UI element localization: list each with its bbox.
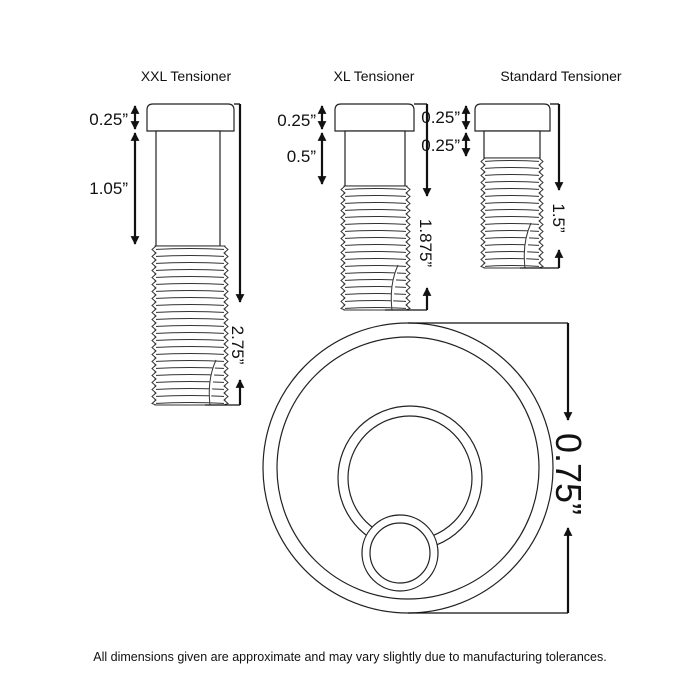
standard-threads xyxy=(480,157,544,269)
thread-ridge xyxy=(342,237,409,239)
xl-title: XL Tensioner xyxy=(334,68,415,84)
thread-ridge xyxy=(482,181,542,183)
standard-title: Standard Tensioner xyxy=(500,68,621,84)
thread-ridge xyxy=(153,402,227,404)
thread-ridge xyxy=(482,195,542,197)
thread-ridge xyxy=(342,272,409,274)
thread-cutaway xyxy=(208,359,217,406)
thread-ridge xyxy=(153,297,227,299)
standard-tensioner: Standard Tensioner 0.25” 0.25” 1.5” xyxy=(421,68,622,269)
diameter-dim: 0.75” xyxy=(548,433,589,515)
thread-ridge xyxy=(482,244,542,246)
standard-head xyxy=(474,103,551,132)
thread-ridge xyxy=(342,230,409,232)
thread-ridge xyxy=(482,188,542,190)
thread-edge-left xyxy=(151,245,157,406)
thread-ridge xyxy=(153,318,227,320)
thread-ridge xyxy=(342,265,409,267)
thread-ridge xyxy=(342,251,409,253)
thread-ridge xyxy=(482,265,542,267)
xxl-shank-dim: 1.05” xyxy=(89,179,128,198)
thread-ridge xyxy=(482,223,542,225)
thread-ridge xyxy=(153,255,227,257)
thread-ridge xyxy=(153,395,227,397)
thread-ridge xyxy=(342,286,409,288)
thread-ridge xyxy=(153,304,227,306)
xl-total-dim: 1.875” xyxy=(416,219,435,268)
thread-ridge xyxy=(482,202,542,204)
xl-head xyxy=(334,103,415,132)
disclaimer-text: All dimensions given are approximate and… xyxy=(93,650,606,664)
thread-ridge xyxy=(342,195,409,197)
thread-ridge xyxy=(153,388,227,390)
thread-ridge xyxy=(482,258,542,260)
standard-head-dim: 0.25” xyxy=(421,108,460,127)
xl-shank xyxy=(344,130,406,187)
thread-ridge xyxy=(342,307,409,309)
thread-cutaway xyxy=(390,264,399,311)
xxl-tensioner: XXL Tensioner 0.25” 1.05” 2.75” xyxy=(89,68,247,406)
thread-ridge xyxy=(153,367,227,369)
thread-ridge xyxy=(153,311,227,313)
xl-head-dim: 0.25” xyxy=(277,111,316,130)
thread-ridge xyxy=(153,374,227,376)
thread-ridge xyxy=(342,188,409,190)
small-hole-inner xyxy=(369,522,431,584)
thread-ridge xyxy=(153,276,227,278)
thread-edge-right xyxy=(538,157,544,269)
thread-ridge xyxy=(482,237,542,239)
thread-ridge xyxy=(153,346,227,348)
thread-ridge xyxy=(153,332,227,334)
thread-ridge xyxy=(342,244,409,246)
thread-edge-right xyxy=(223,245,229,406)
thread-ridge xyxy=(482,216,542,218)
standard-shank xyxy=(483,130,541,159)
xxl-head-dim: 0.25” xyxy=(89,110,128,129)
thread-ridge xyxy=(153,290,227,292)
thread-ridge xyxy=(342,300,409,302)
thread-ridge xyxy=(153,269,227,271)
thread-ridge xyxy=(342,293,409,295)
thread-cutaway xyxy=(523,222,532,269)
thread-edge-right xyxy=(405,185,411,311)
standard-shank-dim: 0.25” xyxy=(421,136,460,155)
tensioner-top-view: 0.75” xyxy=(262,322,589,614)
thread-ridge xyxy=(342,202,409,204)
xxl-shank xyxy=(155,130,221,247)
thread-edge-left xyxy=(340,185,346,311)
thread-ridge xyxy=(342,279,409,281)
xxl-threads xyxy=(151,245,229,406)
thread-edge-left xyxy=(480,157,486,269)
thread-ridge xyxy=(153,339,227,341)
thread-ridge xyxy=(482,174,542,176)
thread-ridge xyxy=(482,230,542,232)
thread-ridge xyxy=(482,167,542,169)
xxl-title: XXL Tensioner xyxy=(141,68,232,84)
xl-shank-dim: 0.5” xyxy=(287,147,317,166)
xxl-total-dim: 2.75” xyxy=(228,326,247,365)
thread-ridge xyxy=(153,360,227,362)
thread-ridge xyxy=(342,216,409,218)
xxl-head xyxy=(146,103,235,132)
thread-ridge xyxy=(482,209,542,211)
thread-ridge xyxy=(153,283,227,285)
thread-ridge xyxy=(153,325,227,327)
thread-core xyxy=(343,185,408,311)
thread-ridge xyxy=(342,209,409,211)
xl-threads xyxy=(340,185,411,311)
thread-ridge xyxy=(153,353,227,355)
thread-ridge xyxy=(482,160,542,162)
thread-ridge xyxy=(342,258,409,260)
thread-ridge xyxy=(153,248,227,250)
thread-ridge xyxy=(342,223,409,225)
xl-tensioner: XL Tensioner 0.25” 0.5” 1.875” xyxy=(277,68,435,311)
thread-ridge xyxy=(153,381,227,383)
standard-total-dim: 1.5” xyxy=(549,203,568,233)
thread-ridge xyxy=(153,262,227,264)
thread-ridge xyxy=(482,251,542,253)
